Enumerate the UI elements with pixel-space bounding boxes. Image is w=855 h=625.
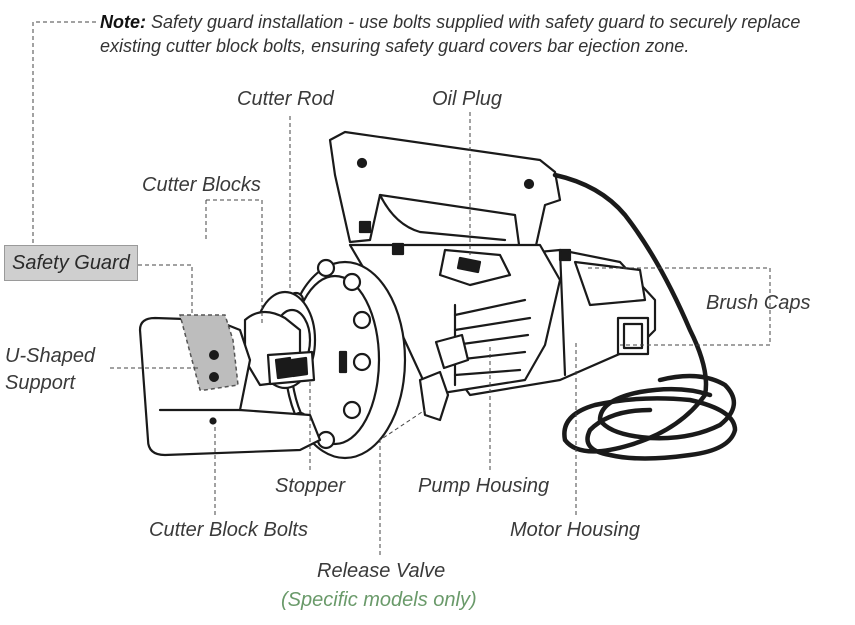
leader-release-valve [379, 409, 426, 555]
label-stopper: Stopper [275, 475, 346, 497]
label-release-valve: Release Valve [317, 560, 446, 582]
label-motor-housing: Motor Housing [510, 519, 641, 541]
label-release-valve-note: (Specific models only) [281, 589, 477, 611]
leader-brush-caps [588, 267, 771, 346]
label-cutter-rod: Cutter Rod [237, 88, 334, 110]
installation-note: Note: Safety guard installation - use bo… [100, 10, 840, 58]
label-oil-plug: Oil Plug [432, 88, 503, 110]
label-pump-housing: Pump Housing [418, 475, 550, 497]
label-u-shaped-line2: Support [5, 372, 76, 394]
leader-safety-guard [138, 264, 193, 315]
label-safety-guard: Safety Guard [4, 245, 138, 281]
safety-guard-shape [179, 314, 239, 391]
label-cutter-blocks: Cutter Blocks [142, 174, 261, 196]
leader-note [32, 21, 96, 245]
power-cord-shape [552, 172, 738, 461]
label-brush-caps: Brush Caps [706, 292, 811, 314]
label-cutter-block-bolts: Cutter Block Bolts [149, 519, 308, 541]
label-u-shaped-line1: U-Shaped [5, 345, 96, 367]
leader-cutter-blocks [205, 199, 263, 325]
note-prefix: Note: [100, 12, 146, 32]
note-text: Safety guard installation - use bolts su… [100, 12, 801, 56]
